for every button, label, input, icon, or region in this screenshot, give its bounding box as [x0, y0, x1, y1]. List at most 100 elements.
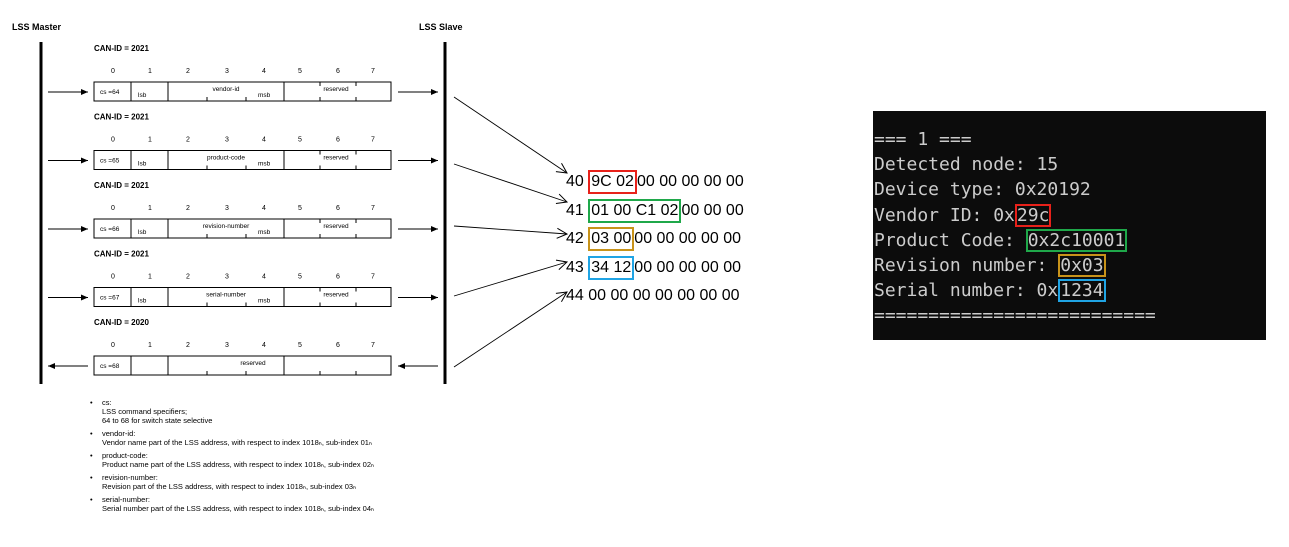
byte-index: 0: [111, 342, 115, 349]
field-label: revision-number: [203, 223, 250, 230]
msb-label: msb: [258, 92, 271, 99]
lss-master-label: LSS Master: [12, 22, 62, 32]
byte-index: 4: [262, 68, 266, 75]
byte-cs: 44: [566, 287, 584, 304]
byte-index: 6: [336, 274, 340, 281]
field-label: vendor-id: [212, 86, 239, 93]
byte-index: 7: [371, 137, 375, 144]
byte-index: 2: [186, 68, 190, 75]
byte-index: 4: [262, 137, 266, 144]
byte-cs: 42: [566, 230, 584, 247]
reserved-label: reserved: [323, 86, 349, 93]
terminal-text: ==========================: [874, 305, 1156, 327]
byte-index: 0: [111, 274, 115, 281]
terminal-text: Product Code:: [874, 229, 1026, 251]
bullet-icon: •: [90, 429, 93, 438]
byte-highlight: 9C 02: [588, 170, 637, 194]
terminal-line: Product Code: 0x2c10001: [873, 228, 1266, 253]
byte-index: 0: [111, 68, 115, 75]
byte-index: 1: [148, 68, 152, 75]
byte-highlight: 01 00 C1 02: [588, 198, 682, 223]
terminal-highlight: 1234: [1058, 279, 1106, 303]
byte-index: 5: [298, 68, 302, 75]
cs-value: cs =66: [100, 226, 120, 233]
byte-index: 4: [262, 342, 266, 349]
note-line: Vendor name part of the LSS address, wit…: [102, 438, 372, 447]
byte-rest: 00 00 00 00 00: [634, 258, 742, 276]
byte-index: 3: [225, 137, 229, 144]
byte-index: 0: [111, 205, 115, 212]
terminal-text: Vendor ID: 0x: [874, 204, 1015, 226]
note-line: Revision part of the LSS address, with r…: [102, 482, 357, 491]
byte-index: 7: [371, 274, 375, 281]
note-term: revision-number:: [102, 473, 158, 482]
byte-index: 6: [336, 68, 340, 75]
note-term: vendor-id:: [102, 429, 136, 438]
note-line: 64 to 68 for switch state selective: [102, 416, 213, 425]
note-line: LSS command specifiers;: [102, 407, 188, 416]
lsb-label: lsb: [138, 92, 147, 99]
byte-cs: 40: [566, 173, 584, 190]
byte-highlight: 03 00: [588, 227, 635, 251]
byte-highlight: 34 12: [588, 255, 635, 280]
byte-index: 6: [336, 137, 340, 144]
lss-slave-label: LSS Slave: [419, 22, 463, 32]
byte-index: 1: [148, 205, 152, 212]
msb-label: msb: [258, 229, 271, 236]
byte-index: 1: [148, 137, 152, 144]
note-item: •serial-number:Serial number part of the…: [88, 495, 508, 513]
can-id-label: CAN-ID = 2021: [94, 250, 149, 259]
terminal-line: ==========================: [873, 303, 1266, 328]
reserved-label: reserved: [323, 155, 349, 162]
note-term: cs:: [102, 398, 112, 407]
field-label: product-code: [207, 155, 245, 162]
byte-index: 3: [225, 342, 229, 349]
terminal-highlight: 0x03: [1058, 254, 1106, 278]
cs-value: cs =67: [100, 295, 120, 302]
note-item: •revision-number:Revision part of the LS…: [88, 473, 508, 491]
note-line: Product name part of the LSS address, wi…: [102, 460, 375, 469]
byte-index: 2: [186, 205, 190, 212]
byte-index: 6: [336, 205, 340, 212]
cs-value: cs =68: [100, 363, 120, 370]
note-term: serial-number:: [102, 495, 150, 504]
byte-row: 44 00 00 00 00 00 00 00: [566, 282, 744, 311]
byte-index: 6: [336, 342, 340, 349]
terminal-text: Device type: 0x20192: [874, 179, 1091, 201]
note-item: •product-code:Product name part of the L…: [88, 451, 508, 469]
note-item: • cs:LSS command specifiers;64 to 68 for …: [88, 398, 508, 425]
terminal-highlight: 0x2c10001: [1025, 228, 1128, 252]
note-line: Serial number part of the LSS address, w…: [102, 504, 375, 513]
byte-cs: 43: [566, 258, 584, 276]
can-id-label: CAN-ID = 2021: [94, 113, 149, 122]
byte-index: 7: [371, 205, 375, 212]
bullet-icon: •: [90, 398, 93, 407]
lsb-label: lsb: [138, 161, 147, 168]
byte-index: 5: [298, 137, 302, 144]
byte-rest: 00 00 00 00 00 00 00: [588, 287, 740, 304]
notes-list: • cs:LSS command specifiers;64 to 68 for …: [88, 398, 508, 517]
byte-index: 4: [262, 274, 266, 281]
byte-index: 3: [225, 68, 229, 75]
note-term: product-code:: [102, 451, 148, 460]
byte-index: 4: [262, 205, 266, 212]
field-label: serial-number: [206, 292, 247, 299]
terminal-text: Serial number: 0x: [874, 280, 1059, 302]
can-id-label: CAN-ID = 2021: [94, 181, 149, 190]
terminal-text: Detected node: 15: [874, 154, 1059, 176]
cs-value: cs =64: [100, 89, 120, 96]
byte-index: 0: [111, 137, 115, 144]
lss-protocol-diagram: LSS Master LSS Slave CAN-ID = 2021 0 1 2 3 4 5…: [12, 22, 463, 384]
byte-index: 3: [225, 205, 229, 212]
reserved-label: reserved: [323, 223, 349, 230]
terminal-text: === 1 ===: [874, 129, 972, 150]
byte-index: 5: [298, 342, 302, 349]
